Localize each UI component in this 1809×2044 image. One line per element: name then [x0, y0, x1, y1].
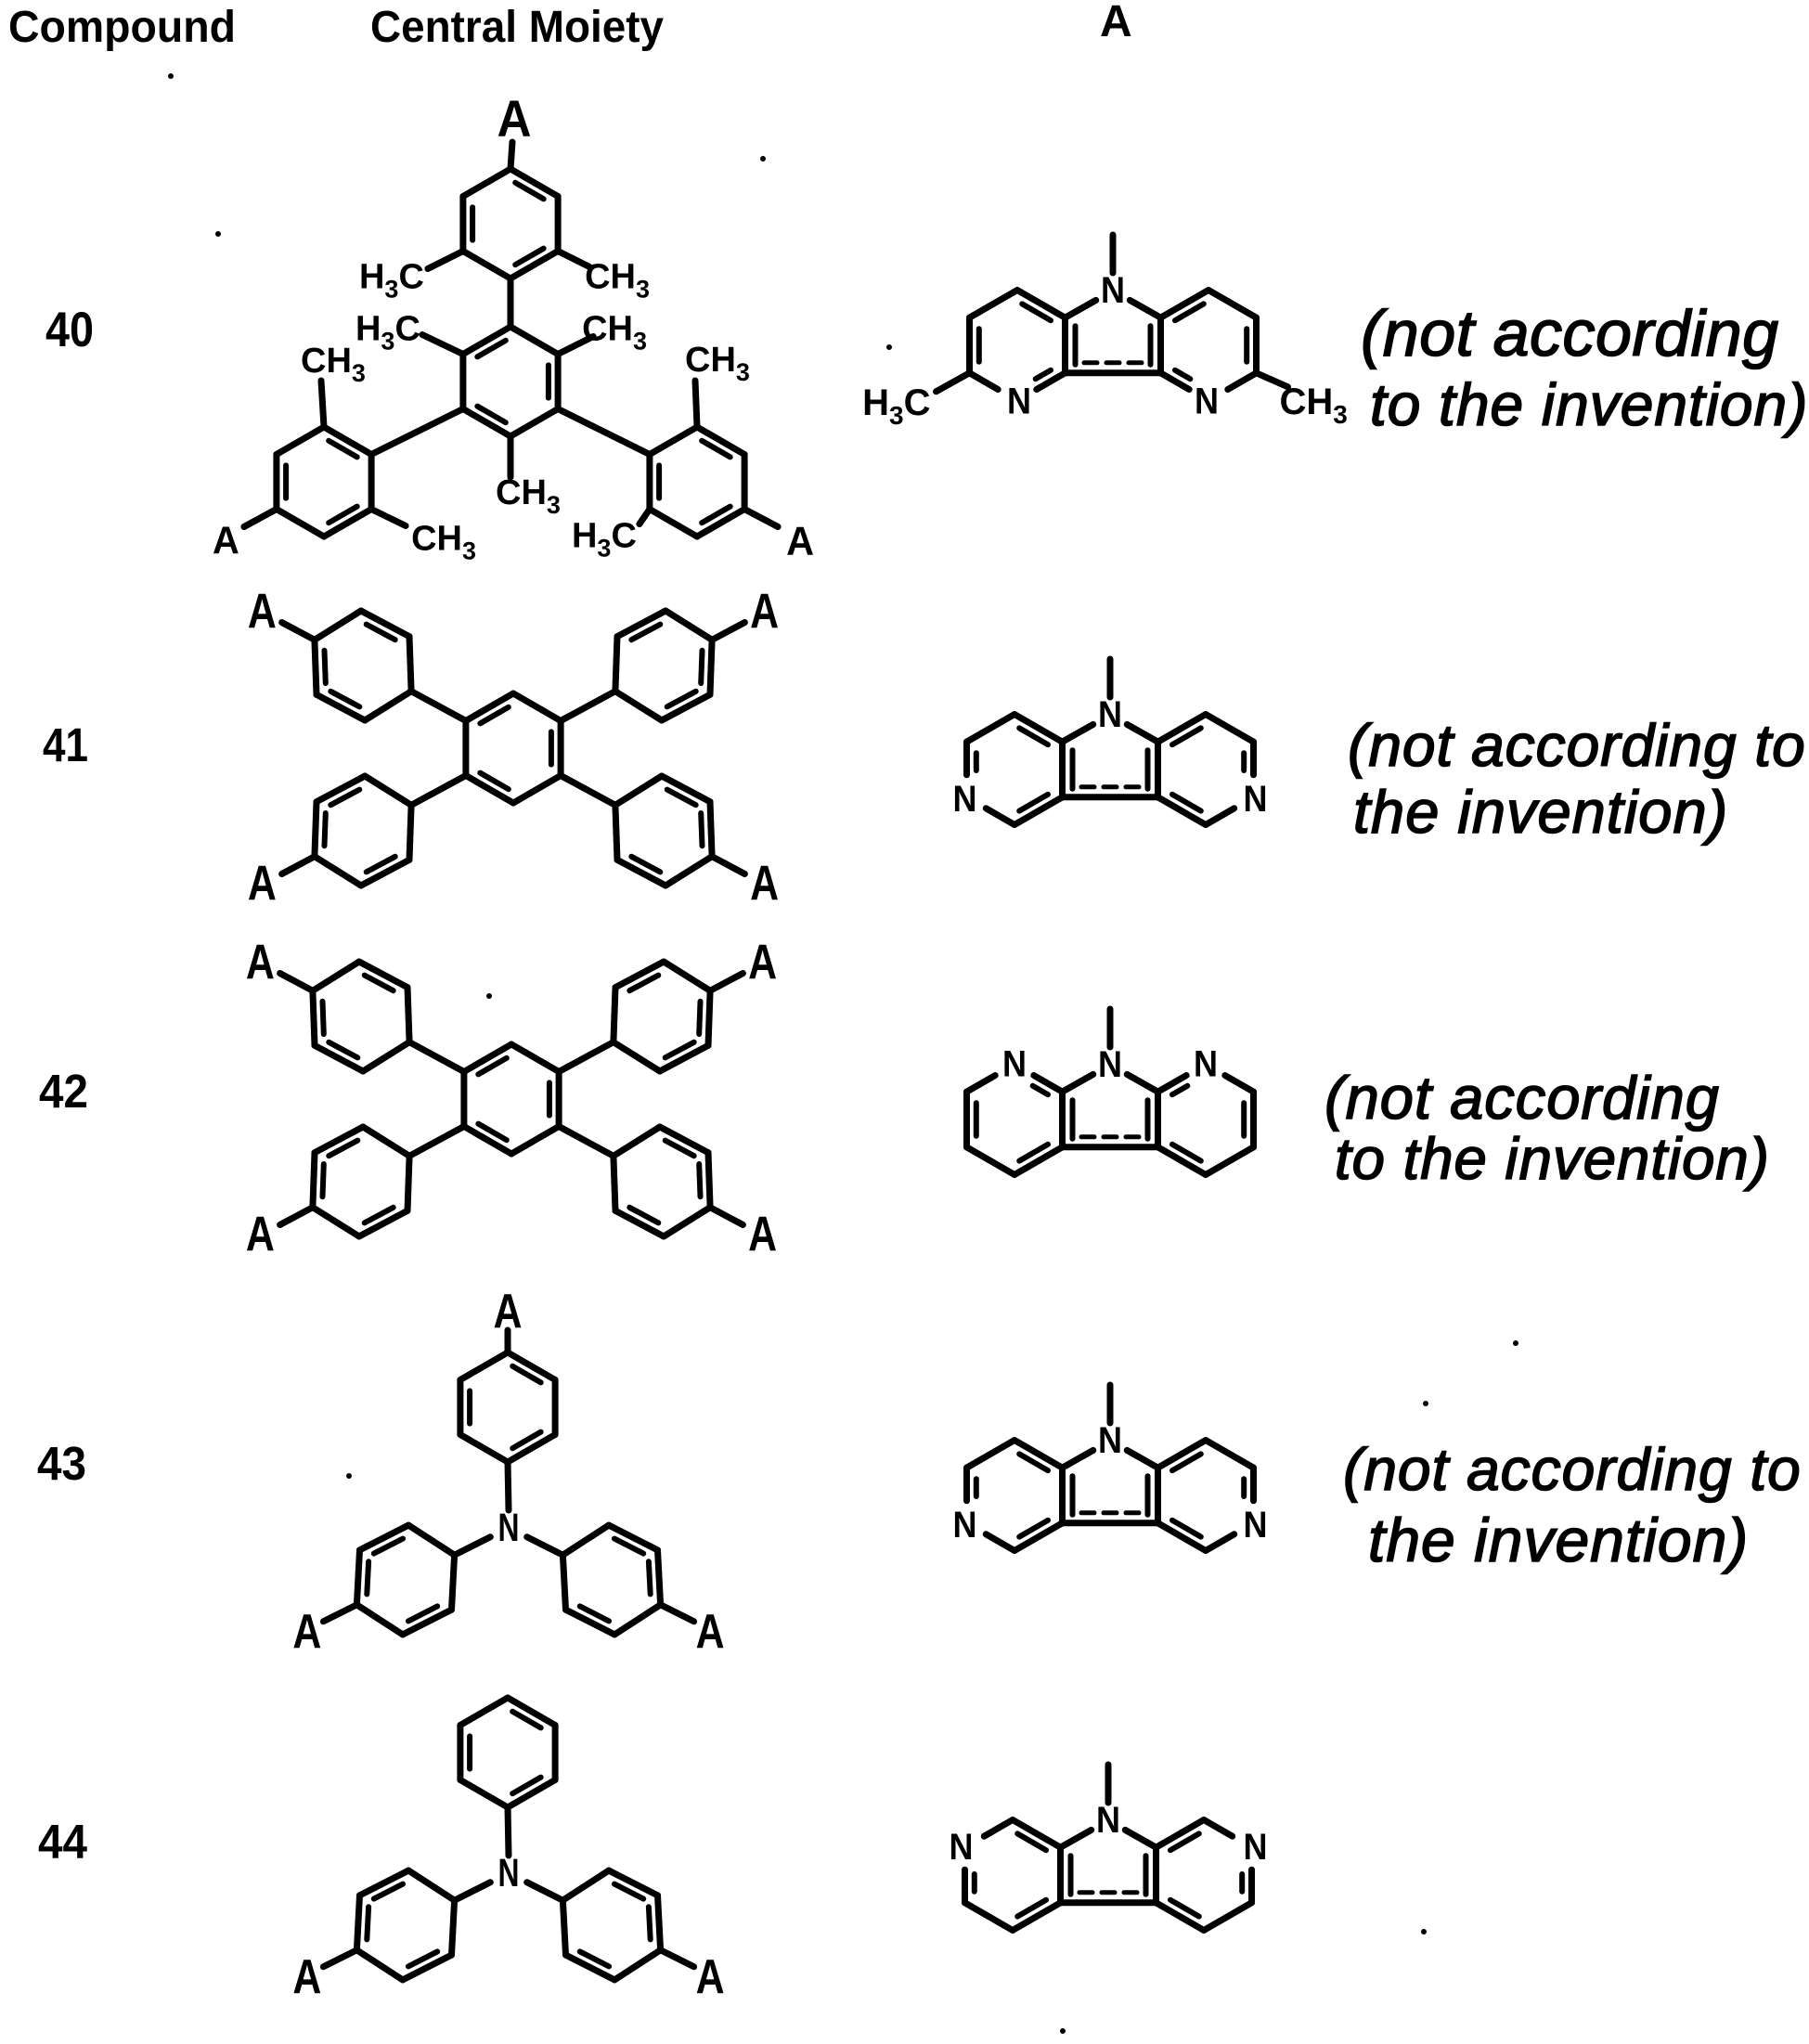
svg-text:N: N — [1101, 270, 1125, 311]
svg-text:A: A — [696, 1605, 725, 1659]
svg-text:A: A — [246, 935, 275, 990]
svg-text:N: N — [950, 1827, 974, 1868]
svg-text:A: A — [786, 519, 814, 564]
svg-text:Central Moiety: Central Moiety — [370, 3, 664, 52]
svg-text:CH3: CH3 — [411, 520, 476, 565]
svg-text:CH3: CH3 — [301, 342, 366, 387]
svg-text:A: A — [494, 1285, 523, 1339]
svg-text:H3C: H3C — [355, 310, 420, 356]
svg-text:CH3: CH3 — [582, 310, 647, 356]
svg-text:(not according to: (not according to — [1348, 712, 1806, 779]
svg-text:A: A — [748, 1208, 777, 1262]
svg-text:N: N — [498, 1506, 520, 1550]
svg-text:H3C: H3C — [359, 258, 424, 304]
svg-text:N: N — [1007, 382, 1031, 422]
svg-text:44: 44 — [38, 1816, 87, 1869]
svg-text:CH3: CH3 — [585, 258, 650, 304]
svg-text:N: N — [953, 1505, 977, 1546]
svg-text:N: N — [1098, 1044, 1122, 1085]
svg-text:the invention): the invention) — [1368, 1506, 1749, 1574]
svg-text:A: A — [750, 584, 779, 639]
svg-text:H3C: H3C — [572, 517, 637, 563]
svg-text:N: N — [1244, 779, 1268, 820]
svg-text:N: N — [1244, 1827, 1268, 1868]
svg-text:N: N — [1098, 1420, 1122, 1461]
svg-text:A: A — [750, 857, 779, 912]
svg-text:A: A — [248, 584, 277, 639]
svg-text:N: N — [1096, 1800, 1120, 1841]
svg-text:A: A — [213, 519, 239, 563]
svg-text:to the invention): to the invention) — [1370, 371, 1808, 438]
svg-text:N: N — [1002, 1044, 1027, 1085]
svg-text:Compound: Compound — [8, 3, 236, 52]
svg-text:the invention): the invention) — [1353, 778, 1728, 846]
svg-text:42: 42 — [39, 1065, 88, 1118]
svg-text:CH3: CH3 — [1280, 382, 1348, 429]
svg-text:40: 40 — [45, 303, 94, 357]
svg-text:to the invention): to the invention) — [1335, 1127, 1770, 1192]
svg-text:A: A — [1100, 0, 1132, 46]
svg-text:A: A — [292, 1950, 321, 2004]
svg-text:CH3: CH3 — [685, 341, 750, 386]
svg-text:N: N — [1244, 1505, 1268, 1546]
svg-text:43: 43 — [37, 1437, 86, 1490]
svg-text:N: N — [953, 779, 977, 820]
svg-text:N: N — [1194, 1044, 1218, 1085]
svg-text:N: N — [1195, 382, 1219, 422]
svg-text:CH3: CH3 — [496, 473, 561, 519]
svg-text:H3C: H3C — [862, 382, 930, 430]
svg-text:A: A — [246, 1208, 275, 1262]
svg-text:(not according to: (not according to — [1343, 1436, 1802, 1503]
svg-text:N: N — [498, 1851, 520, 1895]
svg-text:A: A — [748, 935, 777, 990]
svg-text:A: A — [292, 1605, 321, 1659]
svg-text:A: A — [248, 857, 277, 912]
svg-text:(not according: (not according — [1361, 297, 1779, 369]
svg-text:A: A — [696, 1950, 725, 2004]
svg-text:41: 41 — [43, 718, 88, 771]
svg-text:N: N — [1098, 694, 1122, 735]
svg-text:(not according: (not according — [1324, 1064, 1720, 1132]
svg-text:A: A — [497, 89, 532, 148]
